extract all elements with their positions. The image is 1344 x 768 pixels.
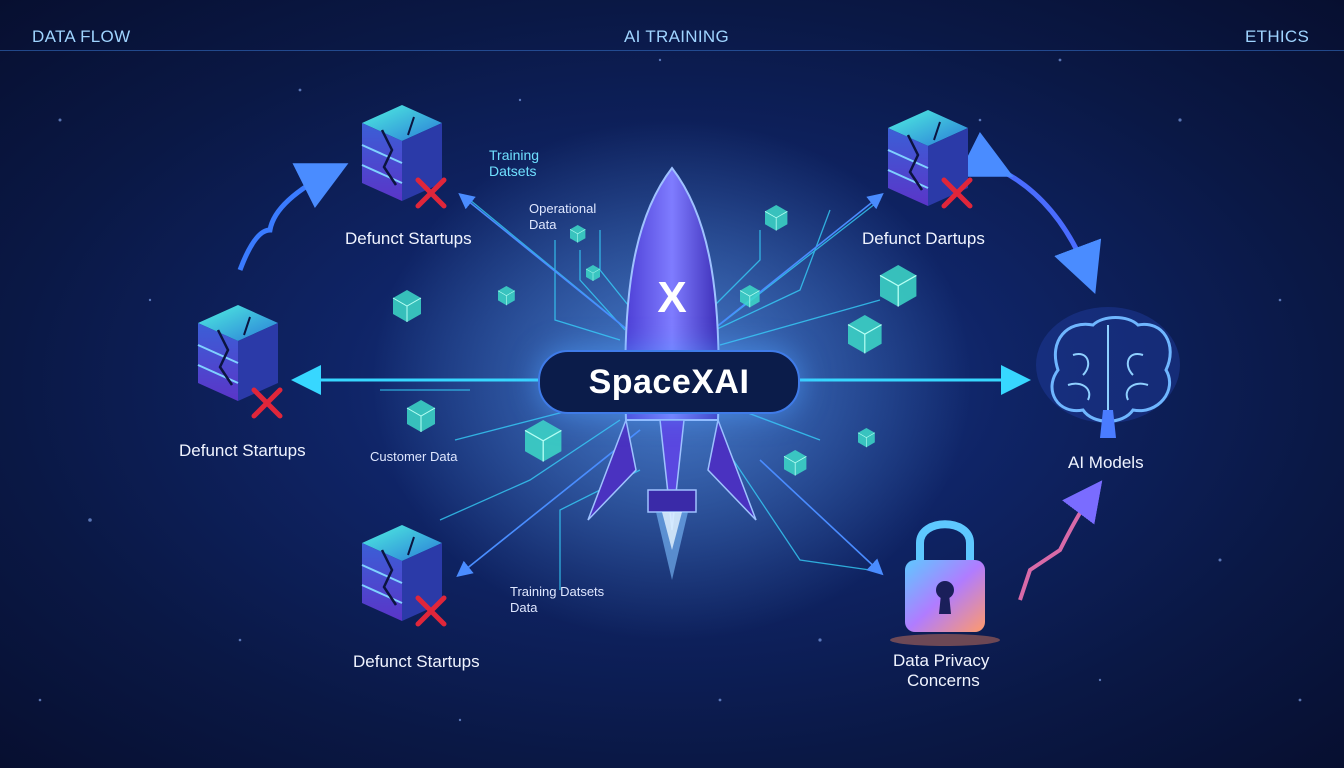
label-bottom-left-startup: Defunct Startups [353, 652, 480, 671]
header-ethics: ETHICS [1245, 27, 1310, 46]
label-training-line2: Datsets [489, 163, 537, 179]
center-title-pill: SpaceXAI [538, 350, 800, 414]
label-training-line1: Training [489, 147, 540, 163]
server-left [196, 303, 280, 403]
label-customer-data: Customer Data [370, 449, 458, 464]
red-x-icon [254, 390, 280, 416]
arrow-to-bottom-left-startup [456, 429, 641, 577]
label-bottom-training-line2: Data [510, 600, 538, 615]
padlock-icon [890, 520, 1000, 646]
label-top-left-startup: Defunct Startups [345, 229, 472, 248]
starfield [38, 58, 1302, 722]
label-privacy-line2: Concerns [907, 671, 980, 690]
header-data-flow: DATA FLOW [32, 27, 131, 46]
label-top-right-startup: Defunct Dartups [862, 229, 985, 248]
rocket-logo: X [657, 273, 686, 322]
label-left-startup: Defunct Startups [179, 441, 306, 460]
label-ai-models: AI Models [1068, 453, 1144, 472]
brain-icon [1036, 307, 1180, 438]
header-ai-training: AI TRAINING [624, 27, 730, 46]
arrow-to-top-right-startup [699, 193, 884, 341]
curved-arrow-right [957, 131, 1102, 295]
arrow-to-privacy [759, 459, 884, 576]
header-divider [0, 50, 1344, 51]
label-operational-line1: Operational [529, 201, 597, 216]
label-privacy-line1: Data Privacy [893, 651, 990, 670]
label-bottom-training-line1: Training Datsets [510, 584, 605, 599]
server-top-left [360, 103, 444, 203]
privacy-to-models-arrow [1018, 480, 1103, 601]
arrow-to-top-left-startup [458, 192, 641, 341]
curved-arrow-left [237, 163, 349, 271]
label-operational-line2: Data [529, 217, 557, 232]
center-title: SpaceXAI [588, 362, 750, 401]
